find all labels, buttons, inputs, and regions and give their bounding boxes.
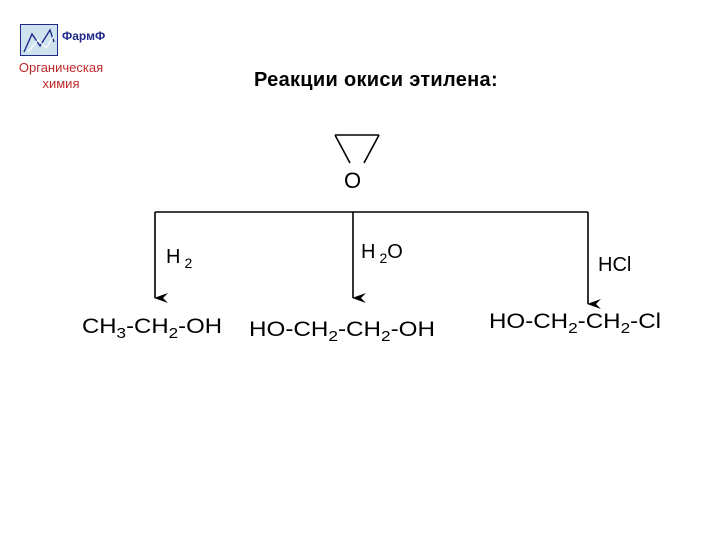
formula-part: -CH	[126, 315, 169, 338]
reagent-hcl: HCl	[598, 254, 631, 276]
logo-icon	[20, 24, 58, 56]
epoxide-co-bond-left	[334, 134, 351, 164]
brand-subtitle: Органическая химия	[6, 60, 116, 92]
formula-part: -CH	[578, 310, 621, 333]
formula-subscript: 2	[568, 320, 578, 337]
brand-subtitle-line2: химия	[42, 76, 80, 91]
formula-subscript: 2	[621, 320, 631, 337]
formula-subscript: 2	[328, 328, 338, 345]
formula-subscript: 2	[381, 328, 391, 345]
formula-part: HO-CH	[249, 318, 328, 341]
brand-subtitle-line1: Органическая	[18, 60, 104, 75]
page-title: Реакции окиси этилена:	[254, 69, 498, 91]
formula-part: HO-CH	[489, 310, 568, 333]
formula-subscript: 2	[169, 325, 179, 342]
epoxide-oxygen: O	[344, 168, 361, 193]
formula-part: -CH	[338, 318, 381, 341]
epoxide-co-bond-right	[363, 134, 380, 164]
formula-part: -OH	[391, 318, 435, 341]
brand-title: ФармФ	[62, 29, 106, 43]
formula-part: -OH	[178, 315, 222, 338]
formula-subscript: 3	[117, 325, 127, 342]
formula-part: -Cl	[630, 310, 661, 333]
formula-part: CH	[82, 315, 117, 338]
